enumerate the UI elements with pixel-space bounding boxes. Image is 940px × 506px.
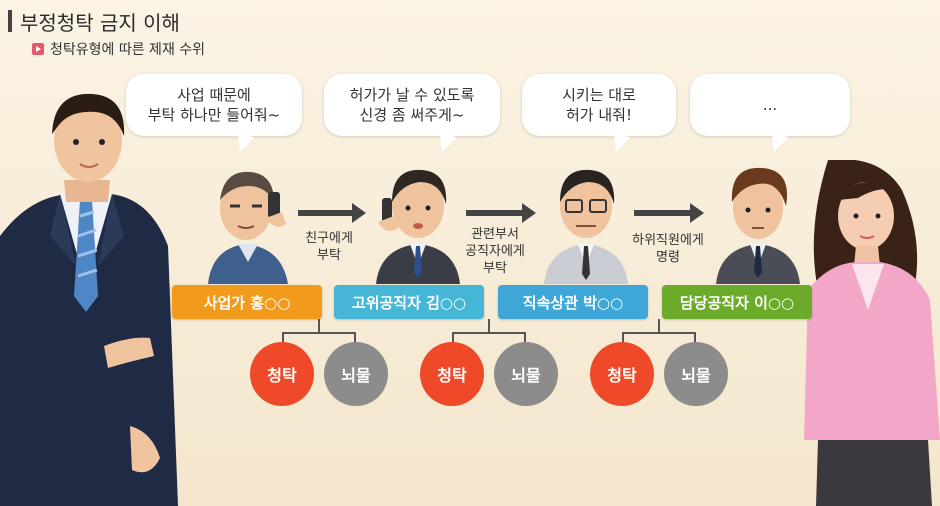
flow-arrow-2 (466, 203, 536, 223)
connector-line (282, 332, 356, 334)
sanction-solicitation-1: 청탁 (250, 342, 314, 406)
page-title: 부정청탁 금지 이해 (20, 11, 180, 35)
speech-text: 허가가 날 수 있도록 신경 좀 써주게~ (349, 86, 475, 124)
sanction-bribe-1: 뇌물 (324, 342, 388, 406)
sanction-solicitation-3: 청탁 (590, 342, 654, 406)
connector-line (282, 332, 284, 344)
connector-line (622, 332, 624, 344)
connector-line (488, 319, 490, 333)
speech-bubble-businessman: 사업 때문에 부탁 하나만 들어줘~ (126, 74, 302, 155)
relation-label-3: 하위직원에게 명령 (632, 233, 704, 265)
relation-label-1: 친구에게 부탁 (305, 231, 353, 263)
speech-bubble-staff: ... (690, 74, 850, 155)
connector-line (658, 319, 660, 333)
relation-label-2: 관련부서 공직자에게 부탁 (465, 227, 525, 276)
role-label-supervisor: 직속상관 박○○ (498, 285, 648, 319)
speech-text: ... (762, 96, 778, 114)
connector-line (622, 332, 696, 334)
play-bullet-icon (32, 43, 44, 55)
sanction-bribe-3: 뇌물 (664, 342, 728, 406)
connector-line (318, 319, 320, 333)
connector-line (524, 332, 526, 344)
role-label-staff: 담당공직자 이○○ (662, 285, 812, 319)
connector-line (452, 332, 454, 344)
connector-line (354, 332, 356, 344)
bubble-tail (765, 131, 789, 155)
senior-official-kim-illustration (376, 169, 460, 284)
role-label-businessman: 사업가 홍○○ (172, 285, 322, 319)
role-label-senior-official: 고위공직자 김○○ (334, 285, 484, 319)
speech-bubble-supervisor: 시키는 대로 허가 내줘! (522, 74, 676, 155)
speech-text: 사업 때문에 부탁 하나만 들어줘~ (147, 86, 281, 124)
speech-bubble-senior-official: 허가가 날 수 있도록 신경 좀 써주게~ (324, 74, 500, 155)
connector-line (452, 332, 526, 334)
page-subtitle: 청탁유형에 따른 제재 수위 (50, 42, 206, 58)
supervisor-park-illustration (544, 169, 628, 284)
bubble-tail (433, 131, 457, 155)
connector-line (694, 332, 696, 344)
title-accent-bar (8, 10, 12, 32)
narrator-woman-illustration (804, 160, 940, 506)
flow-arrow-3 (634, 203, 704, 223)
staff-lee-illustration (716, 167, 800, 284)
sanction-bribe-2: 뇌물 (494, 342, 558, 406)
bubble-tail (607, 131, 631, 155)
businessman-hong-illustration (208, 171, 288, 284)
flow-arrow-1 (298, 203, 366, 223)
speech-text: 시키는 대로 허가 내줘! (562, 86, 636, 124)
narrator-man-illustration (0, 93, 178, 506)
sanction-solicitation-2: 청탁 (420, 342, 484, 406)
bubble-tail (231, 131, 255, 155)
